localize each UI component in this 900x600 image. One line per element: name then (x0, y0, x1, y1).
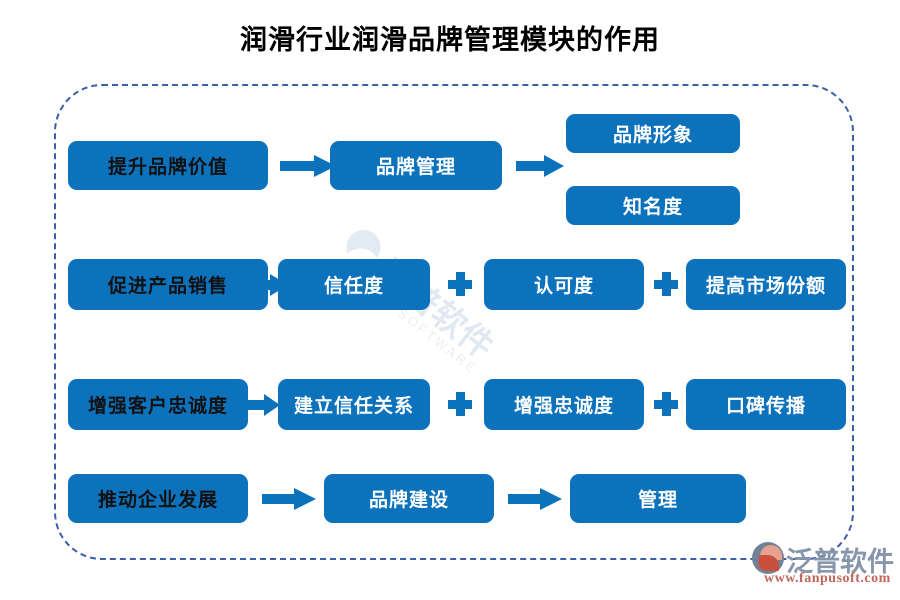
node-row3-build-trust-relationship[interactable]: 建立信任关系 (278, 379, 430, 430)
brand-logo-url-text: www.fanpusoft.com (764, 571, 891, 586)
arrow-row4-1 (262, 488, 316, 510)
page-title: 润滑行业润滑品牌管理模块的作用 (240, 25, 660, 55)
arrow-row1-2 (516, 155, 564, 177)
node-row4-brand-building[interactable]: 品牌建设 (324, 474, 494, 523)
arrow-row3-1 (248, 394, 280, 416)
plus-icon-row3-2 (654, 392, 678, 416)
plus-icon-row3-1 (448, 392, 472, 416)
node-row3-enhance-loyalty[interactable]: 增强忠诚度 (484, 379, 644, 430)
node-row3-word-of-mouth[interactable]: 口碑传播 (686, 379, 846, 430)
node-row2-boost-product-sales[interactable]: 促进产品销售 (68, 259, 268, 310)
arrow-row1-1 (280, 155, 336, 177)
diagram-frame (54, 84, 854, 560)
node-row3-enhance-customer-loyalty[interactable]: 增强客户忠诚度 (68, 379, 248, 430)
arrow-row2-1 (246, 274, 288, 296)
node-row4-promote-enterprise-development[interactable]: 推动企业发展 (68, 474, 248, 523)
node-row4-management[interactable]: 管理 (570, 474, 746, 523)
node-row2-trust[interactable]: 信任度 (278, 259, 430, 310)
node-row2-recognition[interactable]: 认可度 (484, 259, 644, 310)
node-row1-improve-brand-value[interactable]: 提升品牌价值 (68, 141, 268, 190)
plus-icon-row2-2 (654, 272, 678, 296)
plus-icon-row2-1 (448, 272, 472, 296)
node-row1-brand-management[interactable]: 品牌管理 (330, 141, 502, 190)
node-row2-increase-market-share[interactable]: 提高市场份额 (686, 259, 846, 310)
arrow-row4-2 (508, 488, 562, 510)
node-row1-awareness[interactable]: 知名度 (566, 186, 740, 225)
brand-logo-cn-text: 泛普软件 (786, 547, 894, 577)
fanpu-logo-icon (752, 542, 786, 574)
brand-logo: 泛普软件 www.fanpusoft.com (752, 540, 898, 592)
node-row1-brand-image[interactable]: 品牌形象 (566, 114, 740, 153)
